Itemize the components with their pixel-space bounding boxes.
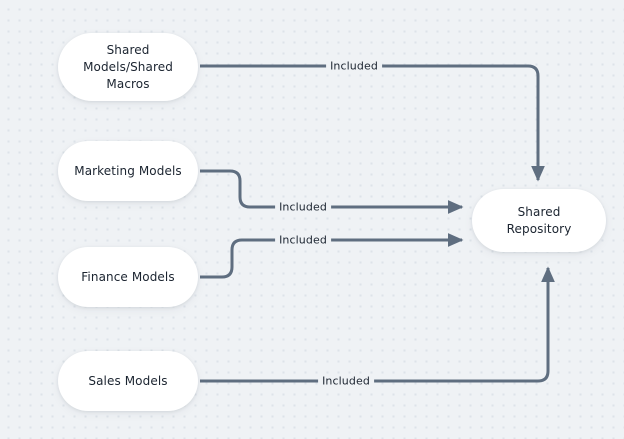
edge-label-shared-models: Included [326,59,382,73]
edge-finance-models-path [200,233,464,279]
node-shared-repository[interactable]: Shared Repository [472,189,606,252]
node-sales-models[interactable]: Sales Models [58,351,198,411]
edge-shared-models-path [200,64,545,182]
edge-marketing-models-path [200,169,464,214]
edge-label-sales-models: Included [318,374,374,388]
node-finance-models-label: Finance Models [81,269,175,284]
node-marketing-models[interactable]: Marketing Models [58,141,198,201]
edge-label-finance-models: Included [275,233,331,247]
node-marketing-models-label: Marketing Models [74,163,182,178]
node-sales-models-label: Sales Models [88,373,168,388]
node-shared-repository-label: Shared Repository [506,204,572,236]
edge-label-marketing-models: Included [275,200,331,214]
node-finance-models[interactable]: Finance Models [58,247,198,307]
edge-sales-models-path [200,266,555,383]
